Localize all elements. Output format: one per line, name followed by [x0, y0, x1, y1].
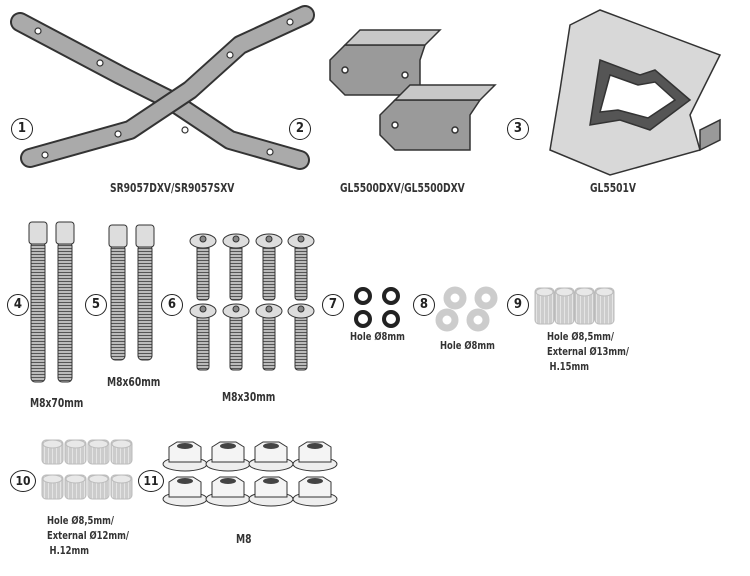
part-label-spacer-12: Hole Ø8,5mm/ External Ø12mm/ H.12mm [47, 513, 129, 558]
bolt-m8x30 [294, 314, 308, 371]
hex-socket [265, 305, 273, 313]
part-number-11: 11 [138, 470, 164, 492]
crossbar-bracket-drawing [10, 5, 315, 170]
nut-hole [177, 443, 193, 449]
spacer-top [88, 474, 109, 484]
flat-washers-drawing [435, 286, 498, 332]
spacer-12-line-2: External Ø12mm/ [47, 529, 129, 542]
part-number-9: 9 [507, 294, 529, 316]
spacer-top [535, 287, 554, 297]
nut-hex [211, 441, 245, 463]
part-number-5: 5 [85, 294, 107, 316]
part-number-8: 8 [413, 294, 435, 316]
nut-hex [298, 441, 332, 463]
top-plate-drawing [549, 9, 722, 176]
bolt-m8x30 [262, 244, 276, 301]
bolts-m8x70-drawing [28, 221, 75, 383]
nut-hole [307, 443, 323, 449]
spacers-12mm-drawing [41, 439, 133, 500]
nut-hex [168, 441, 202, 463]
spacer-top [42, 439, 63, 449]
bolt-m8x30 [294, 244, 308, 301]
spacers-15mm-drawing [534, 287, 615, 325]
part-label-hole-8mm-flat: Hole Ø8mm [440, 339, 495, 352]
spacer-15-line-3: H.15mm [549, 360, 590, 373]
part-label-m8x70: M8x70mm [30, 396, 84, 410]
part-number-4: 4 [7, 294, 29, 316]
part-number-10: 10 [10, 470, 36, 492]
spacer-top [111, 474, 132, 484]
nut-hex [298, 476, 332, 498]
side-bracket-drawing [329, 29, 497, 151]
spacer-top [65, 474, 86, 484]
bolt-m8x30 [229, 244, 243, 301]
part-label-gl5500: GL5500DXV/GL5500DXV [340, 181, 465, 195]
nut-hole [263, 478, 279, 484]
nut-hex [254, 476, 288, 498]
hex-socket [199, 235, 207, 243]
spacer-12-line-3: H.12mm [49, 544, 90, 557]
spacer-top [555, 287, 574, 297]
bolt-m8x30 [196, 244, 210, 301]
part-label-hole-8mm-spring: Hole Ø8mm [350, 330, 405, 343]
nut-hole [177, 478, 193, 484]
bolt-m8x30 [196, 314, 210, 371]
spacer-top [111, 439, 132, 449]
nut-hex [254, 441, 288, 463]
part-number-3: 3 [507, 118, 529, 140]
part-number-7: 7 [322, 294, 344, 316]
nut-hex [211, 476, 245, 498]
spacer-top [88, 439, 109, 449]
hex-socket [297, 235, 305, 243]
part-label-m8x60: M8x60mm [107, 375, 161, 389]
part-label-spacer-15: Hole Ø8,5mm/ External Ø13mm/ H.15mm [547, 329, 629, 374]
part-label-sr9057: SR9057DXV/SR9057SXV [110, 181, 235, 195]
hex-socket [297, 305, 305, 313]
spacer-top [595, 287, 614, 297]
nut-hole [220, 443, 236, 449]
hex-socket [265, 235, 273, 243]
hex-socket [199, 305, 207, 313]
part-label-gl5501v: GL5501V [590, 181, 637, 195]
nut-hole [263, 443, 279, 449]
spacer-15-line-2: External Ø13mm/ [547, 345, 629, 358]
part-label-m8-nut: M8 [236, 532, 252, 546]
bolts-m8x30-drawing [189, 233, 315, 371]
spacer-top [42, 474, 63, 484]
part-number-2: 2 [289, 118, 311, 140]
bolt-m8x30 [262, 314, 276, 371]
bolt-m8x30 [229, 314, 243, 371]
spacer-15-line-1: Hole Ø8,5mm/ [547, 330, 614, 343]
flange-nuts-drawing [162, 441, 338, 507]
part-number-6: 6 [161, 294, 183, 316]
part-number-1: 1 [11, 118, 33, 140]
hex-socket [232, 305, 240, 313]
spacer-12-line-1: Hole Ø8,5mm/ [47, 514, 114, 527]
part-label-m8x30: M8x30mm [222, 390, 276, 404]
spacer-top [575, 287, 594, 297]
nut-hex [168, 476, 202, 498]
nut-hole [307, 478, 323, 484]
spacer-top [65, 439, 86, 449]
hex-socket [232, 235, 240, 243]
nut-hole [220, 478, 236, 484]
bolts-m8x60-drawing [108, 224, 155, 361]
spring-washers-drawing [354, 287, 400, 328]
